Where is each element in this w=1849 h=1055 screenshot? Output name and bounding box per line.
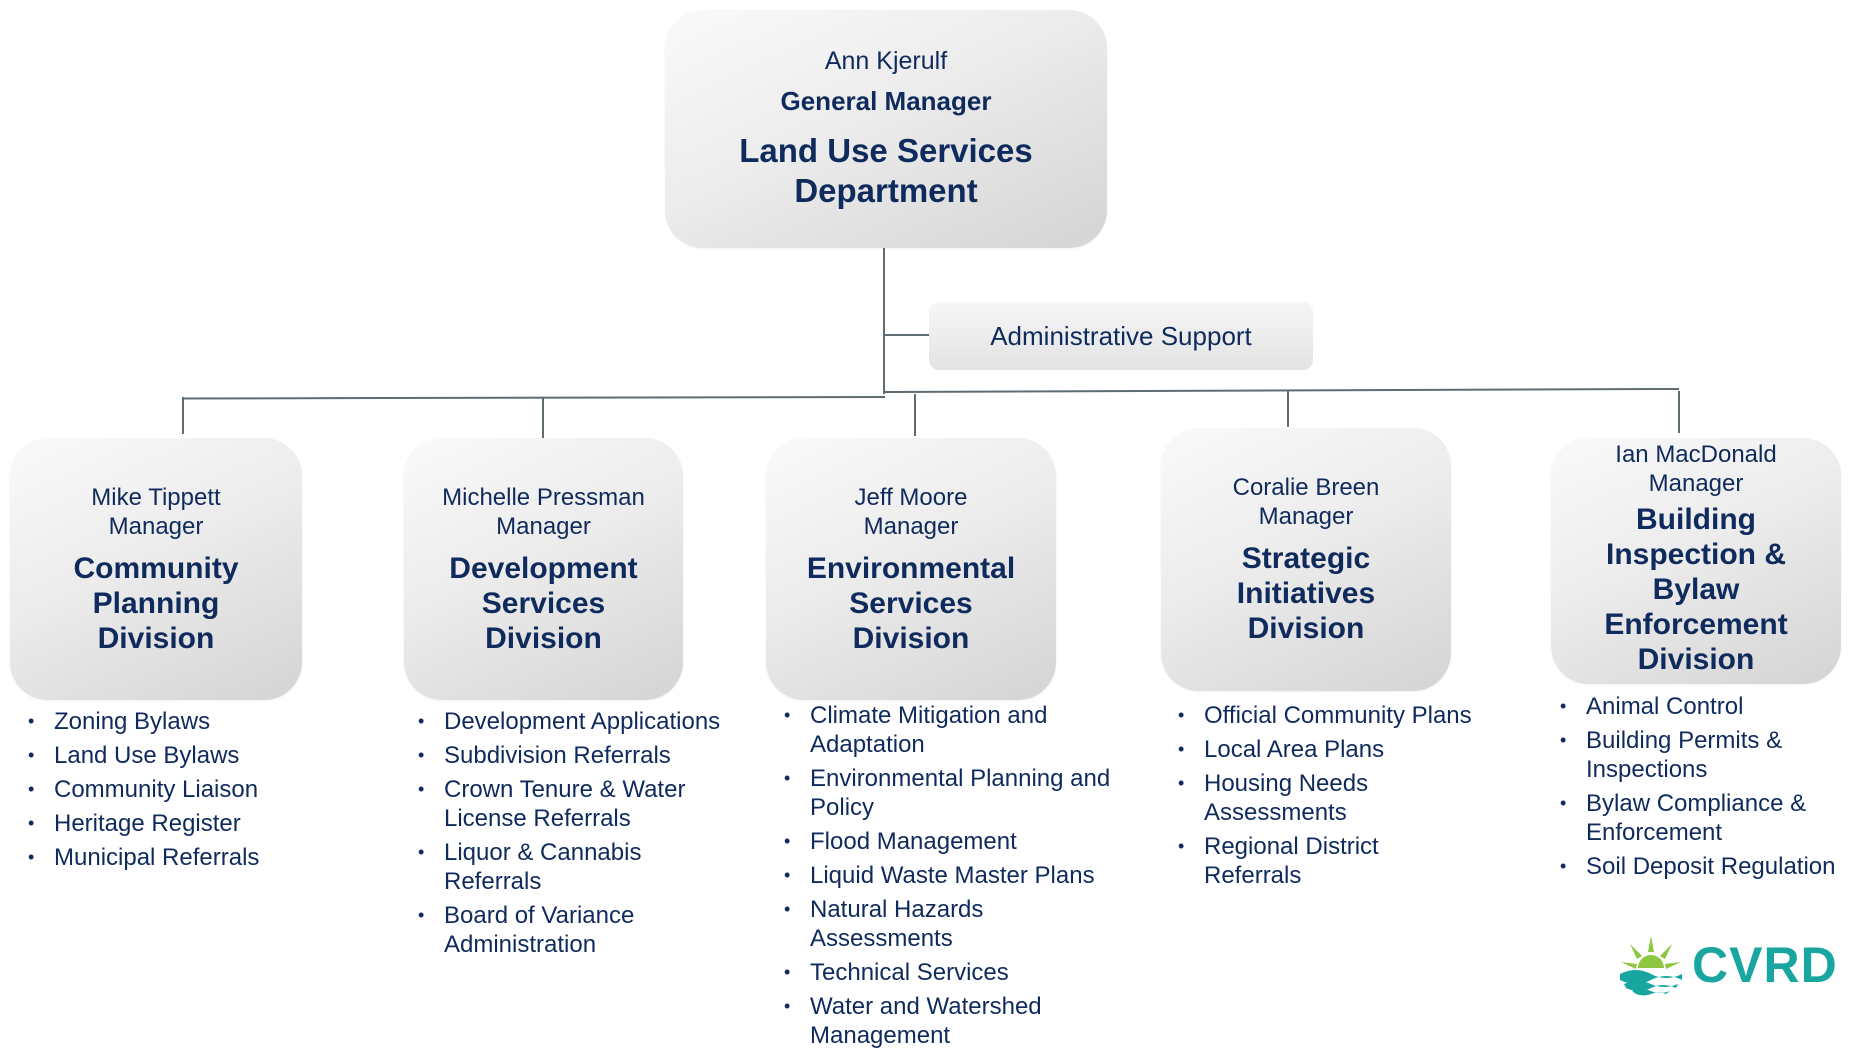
division-box-strategic-initiatives: Coralie Breen Manager Strategic Initiati…	[1161, 428, 1451, 691]
administrative-support-box: Administrative Support	[929, 302, 1313, 370]
duty-item: Development Applications	[418, 707, 738, 736]
connector-horizontal-right	[882, 387, 1679, 393]
duties-list-environmental-services: Climate Mitigation and Adaptation Enviro…	[784, 701, 1124, 1055]
duties-list-building-inspection-bylaw: Animal Control Building Permits & Inspec…	[1560, 692, 1849, 886]
duty-item: Regional District Referrals	[1178, 832, 1498, 890]
duty-item: Soil Deposit Regulation	[1560, 852, 1849, 881]
gm-name: Ann Kjerulf	[824, 47, 948, 75]
division-manager-title: Manager	[496, 512, 591, 540]
division-name-line: Environmental	[806, 551, 1016, 585]
division-box-environmental-services: Jeff Moore Manager Environmental Service…	[766, 438, 1056, 700]
duty-item: Climate Mitigation and Adaptation	[784, 701, 1124, 759]
division-manager-title: Manager	[1648, 470, 1744, 497]
division-name-line: Development	[449, 551, 638, 585]
division-name-line: Services	[481, 586, 606, 620]
division-box-building-inspection-bylaw: Ian MacDonald Manager Building Inspectio…	[1551, 438, 1841, 684]
division-manager-name: Jeff Moore	[854, 483, 968, 511]
duty-item: Liquor & Cannabis Referrals	[418, 838, 738, 896]
cvrd-logo-text: CVRD	[1692, 937, 1838, 993]
division-name-line: Strategic	[1241, 542, 1371, 575]
division-manager-title: Manager	[1258, 503, 1354, 530]
division-name-line: Division	[852, 621, 970, 655]
connector-admin	[883, 334, 929, 336]
division-manager-title: Manager	[863, 512, 959, 540]
duty-item: Subdivision Referrals	[418, 741, 738, 770]
division-manager-name: Ian MacDonald	[1615, 441, 1777, 468]
division-name-line: Initiatives	[1236, 577, 1376, 610]
duty-item: Technical Services	[784, 958, 1124, 987]
duty-item: Natural Hazards Assessments	[784, 895, 1124, 953]
duty-item: Official Community Plans	[1178, 701, 1498, 730]
division-manager-name: Coralie Breen	[1232, 474, 1380, 501]
connector-gm-trunk	[883, 248, 885, 394]
duty-item: Crown Tenure & Water License Referrals	[418, 775, 738, 833]
department-name-line2: Department	[794, 172, 978, 209]
duty-item: Zoning Bylaws	[28, 707, 328, 736]
duty-item: Flood Management	[784, 827, 1124, 856]
duty-item: Municipal Referrals	[28, 843, 328, 872]
duty-item: Liquid Waste Master Plans	[784, 861, 1124, 890]
duty-item: Community Liaison	[28, 775, 328, 804]
duty-item: Housing Needs Assessments	[1178, 769, 1498, 827]
division-name-line: Inspection &	[1605, 538, 1786, 571]
division-name-line: Community	[73, 551, 239, 585]
division-name-line: Planning	[92, 586, 220, 620]
connector-div-3	[914, 394, 916, 436]
division-manager-name: Mike Tippett	[91, 483, 221, 511]
general-manager-box: Ann Kjerulf General Manager Land Use Ser…	[665, 10, 1107, 248]
division-name-line: Division	[1637, 643, 1755, 676]
connector-div-4	[1287, 390, 1289, 427]
division-name-line: Division	[485, 621, 602, 655]
duties-list-strategic-initiatives: Official Community Plans Local Area Plan…	[1178, 701, 1498, 895]
duty-item: Board of Variance Administration	[418, 901, 738, 959]
division-name-line: Building	[1636, 503, 1756, 536]
connector-horizontal-left	[181, 396, 886, 400]
duty-item: Building Permits & Inspections	[1560, 726, 1849, 784]
duty-item: Heritage Register	[28, 809, 328, 838]
department-name-line1: Land Use Services	[739, 132, 1033, 169]
connector-div-5	[1678, 391, 1680, 433]
division-manager-title: Manager	[108, 512, 204, 540]
duty-item: Environmental Planning and Policy	[784, 764, 1124, 822]
cvrd-sun-wave-logo-icon	[1620, 936, 1682, 996]
connector-div-1	[182, 397, 184, 434]
division-name-line: Division	[1247, 612, 1365, 645]
division-manager-name: Michelle Pressman	[442, 483, 645, 511]
division-name-line: Enforcement	[1604, 608, 1788, 641]
duty-item: Land Use Bylaws	[28, 741, 328, 770]
cvrd-logo: CVRD	[1618, 930, 1838, 1000]
division-box-development-services: Michelle Pressman Manager Development Se…	[404, 438, 683, 700]
duty-item: Animal Control	[1560, 692, 1849, 721]
division-name-line: Services	[849, 586, 973, 620]
duty-item: Water and Watershed Management	[784, 992, 1124, 1050]
division-box-community-planning: Mike Tippett Manager Community Planning …	[10, 438, 302, 700]
gm-title: General Manager	[780, 86, 992, 116]
division-name-line: Division	[97, 621, 215, 655]
division-name-line: Bylaw	[1652, 573, 1740, 606]
administrative-support-label: Administrative Support	[990, 320, 1252, 351]
duties-list-development-services: Development Applications Subdivision Ref…	[418, 707, 738, 964]
duty-item: Local Area Plans	[1178, 735, 1498, 764]
duty-item: Bylaw Compliance & Enforcement	[1560, 789, 1849, 847]
duties-list-community-planning: Zoning Bylaws Land Use Bylaws Community …	[28, 707, 328, 877]
connector-div-2	[542, 397, 544, 439]
